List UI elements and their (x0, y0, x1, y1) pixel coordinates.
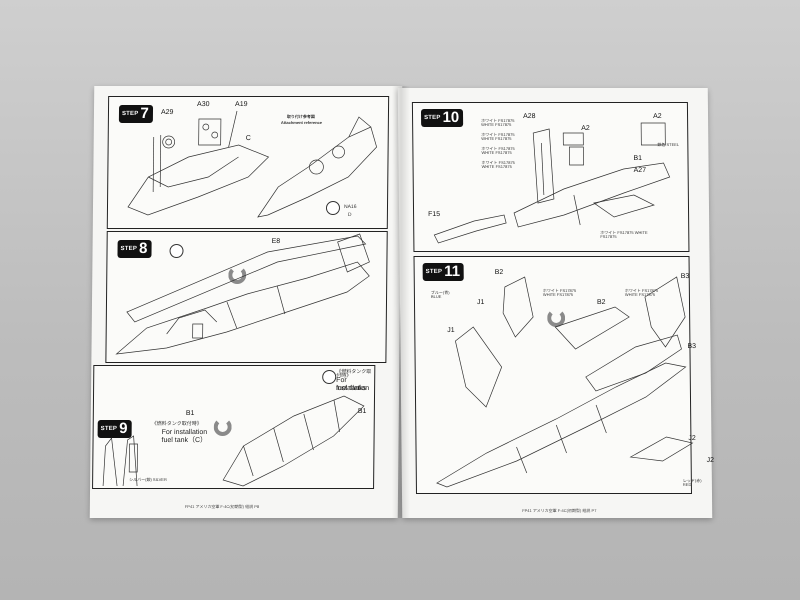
part-j2-bottom: J2 (706, 457, 715, 464)
step11-drawing (436, 276, 694, 488)
left-footer: FP41 アメリカ空軍 F-4C(初期型) 組説 P8 (184, 504, 260, 509)
step8-drawing (115, 233, 370, 355)
step10-panel: STEP 10 A28 A2 A2 B1 A27 F15 ホワイト FS1787… (411, 102, 690, 252)
step9-panel: STEP 9 B1 B1 《燃料タンク取付時》 For installation… (92, 365, 376, 489)
step11-panel: STEP 11 B2 J1 J1 B2 B3 B3 J2 J2 ブルー(青) B… (413, 256, 714, 494)
left-page: STEP 7 A29 A30 A19 C 取り付け参考図 Attachment … (89, 86, 403, 518)
step8-panel: STEP 8 E8 (105, 231, 388, 363)
step7-drawing (127, 110, 378, 218)
step9-drawing (102, 395, 365, 487)
book-gutter (392, 86, 410, 518)
step10-drawing (433, 122, 671, 244)
step7-panel: STEP 7 A29 A30 A19 C 取り付け参考図 Attachment … (106, 96, 390, 229)
right-page: STEP 10 A28 A2 A2 B1 A27 F15 ホワイト FS1787… (397, 88, 714, 518)
detail-marker-icon (325, 201, 341, 215)
right-footer: FP41 アメリカ空軍 F-4C(初期型) 組説 P7 (522, 508, 597, 513)
